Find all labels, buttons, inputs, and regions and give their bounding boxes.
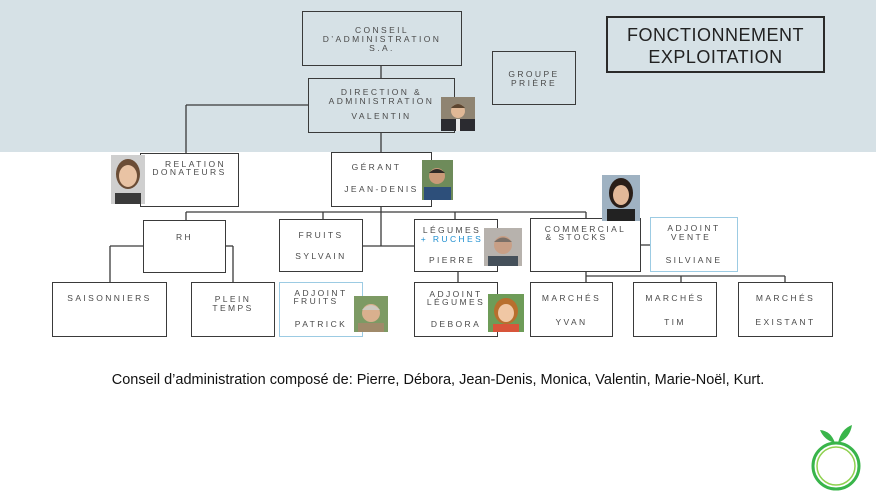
photo-pierre	[484, 228, 522, 266]
photo-valentin	[441, 97, 475, 131]
box-line: DEBORA	[430, 319, 482, 329]
box-rh: RH	[143, 220, 226, 273]
box-line: RH	[175, 232, 194, 242]
box-line: JEAN-DENIS	[344, 184, 419, 194]
box-adjoint-legumes: ADJOINT LÉGUMES DEBORA	[414, 282, 498, 337]
box-line: EXISTANT	[755, 317, 816, 327]
box-line: DIRECTION &	[340, 87, 423, 97]
box-line: ADMINISTRATION	[328, 96, 435, 106]
box-adjoint-fruits: ADJOINT FRUITS PATRICK	[279, 282, 363, 337]
box-line: MARCHÉS	[645, 293, 705, 303]
box-saisonniers: SAISONNIERS	[52, 282, 167, 337]
box-line: MARCHÉS	[541, 293, 602, 303]
box-marches-yvan: MARCHÉS YVAN	[530, 282, 613, 337]
photo-jean-denis	[422, 160, 453, 200]
box-commercial-stocks: COMMERCIAL & STOCKS	[530, 218, 641, 272]
box-line: SILVIANE	[665, 255, 723, 265]
box-line: LÉGUMES	[422, 225, 482, 235]
box-plein-temps: PLEIN TEMPS	[191, 282, 275, 337]
box-line: + RUCHES	[420, 234, 484, 244]
box-line: ADJOINT	[429, 289, 483, 299]
box-line: FRUITS	[298, 230, 344, 240]
photo-monica	[602, 175, 640, 221]
box-line: PATRICK	[294, 319, 348, 329]
box-line: PLEIN	[214, 294, 252, 304]
diagram-title: FONCTIONNEMENT EXPLOITATION	[606, 16, 825, 73]
box-gerant: GÉRANT JEAN-DENIS	[331, 152, 432, 207]
box-marches-tim: MARCHÉS TIM	[633, 282, 717, 337]
box-line: & STOCKS	[545, 232, 608, 242]
photo-patrick	[354, 296, 388, 332]
box-relation-donateurs: RELATION DONATEURS	[140, 153, 239, 207]
title-line-1: FONCTIONNEMENT	[627, 25, 804, 45]
box-adjoint-vente: ADJOINT VENTE SILVIANE	[650, 217, 738, 272]
box-line: PRIÈRE	[510, 78, 558, 88]
box-line: VENTE	[670, 232, 712, 242]
box-line: ADJOINT	[294, 288, 348, 298]
box-line: LÉGUMES	[426, 297, 486, 307]
box-line: VALENTIN	[351, 111, 412, 121]
box-line: PIERRE	[428, 255, 476, 265]
box-line: CONSEIL	[354, 25, 410, 35]
box-line: DONATEURS	[152, 167, 227, 177]
box-line: GROUPE	[508, 69, 560, 79]
box-fruits: FRUITS SYLVAIN	[279, 219, 363, 272]
box-line: ADJOINT	[667, 223, 721, 233]
box-line: FRUITS	[293, 296, 339, 306]
box-marches-existant: MARCHÉS EXISTANT	[738, 282, 833, 337]
box-line: GÉRANT	[351, 162, 402, 172]
box-line: S.A.	[369, 43, 395, 53]
box-line: SAISONNIERS	[67, 293, 152, 303]
box-line: D’ADMINISTRATION	[322, 34, 442, 44]
photo-debora	[488, 294, 524, 332]
box-line: TEMPS	[212, 303, 254, 313]
board-composition-caption: Conseil d’administration composé de: Pie…	[111, 372, 765, 388]
fruit-circle-logo-icon	[808, 421, 868, 498]
photo-relation-donateurs	[111, 155, 145, 204]
box-line: SYLVAIN	[295, 251, 347, 261]
box-line: YVAN	[555, 317, 588, 327]
box-line: MARCHÉS	[755, 293, 816, 303]
box-line: COMMERCIAL	[544, 224, 627, 234]
title-line-2: EXPLOITATION	[648, 47, 783, 67]
box-line: RELATION	[164, 159, 227, 169]
box-conseil-administration: CONSEIL D’ADMINISTRATION S.A.	[302, 11, 462, 66]
box-direction-administration: DIRECTION & ADMINISTRATION VALENTIN	[308, 78, 455, 133]
box-line: TIM	[664, 317, 686, 327]
box-groupe-priere: GROUPE PRIÈRE	[492, 51, 576, 105]
